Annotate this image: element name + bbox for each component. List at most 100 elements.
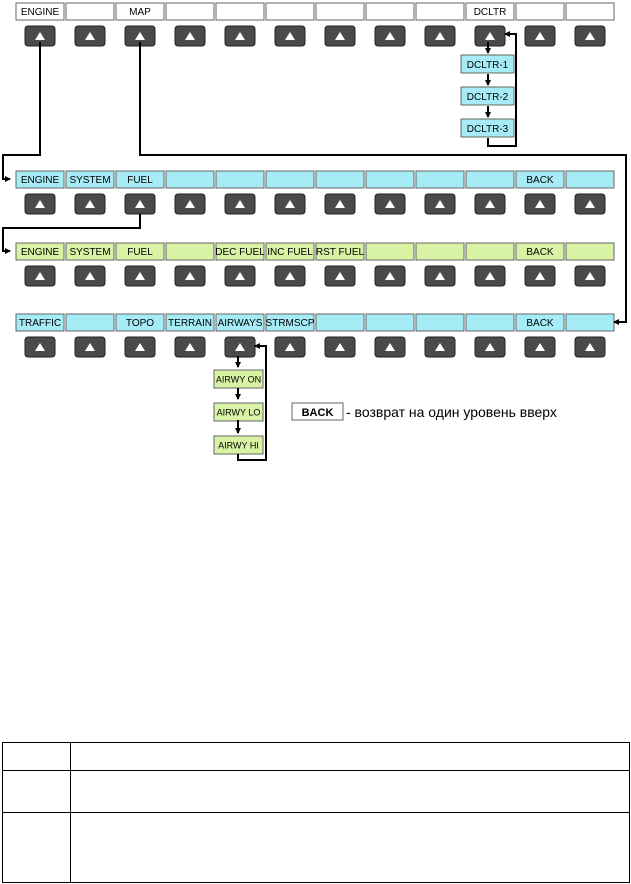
softkey-label-box xyxy=(415,170,465,189)
triangle-up-icon xyxy=(435,343,445,351)
softkey-button[interactable] xyxy=(424,265,456,287)
triangle-up-icon xyxy=(85,272,95,280)
softkey-label-box xyxy=(565,170,615,189)
softkey-button[interactable] xyxy=(324,265,356,287)
softkey-label: STRMSCP xyxy=(266,318,315,329)
softkey-label: TERRAIN xyxy=(168,318,212,329)
softkey-button[interactable] xyxy=(174,193,206,215)
softkey-button[interactable] xyxy=(324,336,356,358)
legend-back-key-box xyxy=(291,402,344,421)
softkey-button[interactable] xyxy=(24,336,56,358)
triangle-up-icon xyxy=(135,343,145,351)
softkey-button[interactable] xyxy=(374,25,406,47)
softkey-button[interactable] xyxy=(474,336,506,358)
airway-submenu-item[interactable]: AIRWY LO xyxy=(213,402,264,422)
softkey-button[interactable] xyxy=(574,193,606,215)
table-cell xyxy=(2,742,71,771)
softkey-label-box xyxy=(415,313,465,332)
softkey-button[interactable] xyxy=(524,336,556,358)
softkey-button[interactable] xyxy=(524,25,556,47)
softkey-button[interactable] xyxy=(74,265,106,287)
softkey-label-box xyxy=(115,242,165,261)
softkey-button[interactable] xyxy=(374,265,406,287)
softkey-button[interactable] xyxy=(374,193,406,215)
table-cell xyxy=(2,812,71,883)
softkey-button[interactable] xyxy=(424,193,456,215)
softkey-button[interactable] xyxy=(474,193,506,215)
softkey-button[interactable] xyxy=(524,265,556,287)
softkey-button[interactable] xyxy=(124,336,156,358)
legend-back-key: BACK xyxy=(302,407,334,419)
softkey-button[interactable] xyxy=(474,25,506,47)
airway-submenu-item[interactable]: AIRWY HI xyxy=(213,435,264,455)
softkey-button[interactable] xyxy=(424,25,456,47)
softkey-button[interactable] xyxy=(224,336,256,358)
softkey-button[interactable] xyxy=(24,193,56,215)
softkey-label: ENGINE xyxy=(21,175,60,186)
softkey-label: INC FUEL xyxy=(267,247,313,258)
triangle-up-icon xyxy=(335,32,345,40)
softkey-button[interactable] xyxy=(174,25,206,47)
softkey-button[interactable] xyxy=(474,265,506,287)
softkey-button[interactable] xyxy=(574,336,606,358)
dcltr-submenu-item[interactable]: DCLTR-3 xyxy=(460,118,515,138)
softkey-label-box xyxy=(65,242,115,261)
softkey-button[interactable] xyxy=(274,265,306,287)
triangle-up-icon xyxy=(35,200,45,208)
softkey-label-box xyxy=(215,242,265,261)
triangle-up-icon xyxy=(535,272,545,280)
softkey-button[interactable] xyxy=(574,265,606,287)
softkey-button[interactable] xyxy=(224,265,256,287)
softkey-label-box xyxy=(565,242,615,261)
softkey-button[interactable] xyxy=(374,336,406,358)
softkey-label-box xyxy=(115,2,165,21)
softkey-label-box xyxy=(515,170,565,189)
dcltr-submenu-label: DCLTR-3 xyxy=(467,124,509,135)
softkey-button[interactable] xyxy=(524,193,556,215)
softkey-button[interactable] xyxy=(174,336,206,358)
softkey-button[interactable] xyxy=(124,265,156,287)
softkey-button[interactable] xyxy=(574,25,606,47)
softkey-label: DEC FUEL xyxy=(215,247,265,258)
softkey-button[interactable] xyxy=(224,25,256,47)
softkey-button[interactable] xyxy=(274,336,306,358)
softkey-button[interactable] xyxy=(124,193,156,215)
softkey-button[interactable] xyxy=(424,336,456,358)
dcltr-submenu-item[interactable]: DCLTR-2 xyxy=(460,86,515,106)
dcltr-submenu-item[interactable]: DCLTR-1 xyxy=(460,54,515,74)
triangle-up-icon xyxy=(235,200,245,208)
softkey-label-box xyxy=(415,2,465,21)
softkey-button[interactable] xyxy=(324,25,356,47)
softkey-button[interactable] xyxy=(74,193,106,215)
softkey-button[interactable] xyxy=(74,336,106,358)
triangle-up-icon xyxy=(335,272,345,280)
triangle-up-icon xyxy=(85,200,95,208)
softkey-button[interactable] xyxy=(24,25,56,47)
softkey-label: SYSTEM xyxy=(69,175,110,186)
softkey-label-box xyxy=(365,313,415,332)
triangle-up-icon xyxy=(235,272,245,280)
triangle-up-icon xyxy=(285,343,295,351)
softkey-label: ENGINE xyxy=(21,247,60,258)
softkey-button[interactable] xyxy=(174,265,206,287)
triangle-up-icon xyxy=(435,272,445,280)
triangle-up-icon xyxy=(535,200,545,208)
table-cell xyxy=(70,770,630,813)
softkey-button[interactable] xyxy=(274,193,306,215)
softkey-button[interactable] xyxy=(324,193,356,215)
softkey-button[interactable] xyxy=(224,193,256,215)
triangle-up-icon xyxy=(85,32,95,40)
airway-submenu-item[interactable]: AIRWY ON xyxy=(213,369,264,389)
triangle-up-icon xyxy=(485,343,495,351)
softkey-button[interactable] xyxy=(274,25,306,47)
softkey-label: FUEL xyxy=(127,175,153,186)
softkey-label-box xyxy=(565,2,615,21)
softkey-label: RST FUEL xyxy=(316,247,365,258)
softkey-label-box xyxy=(515,242,565,261)
softkey-button[interactable] xyxy=(24,265,56,287)
table-row xyxy=(2,770,630,813)
softkey-button[interactable] xyxy=(74,25,106,47)
